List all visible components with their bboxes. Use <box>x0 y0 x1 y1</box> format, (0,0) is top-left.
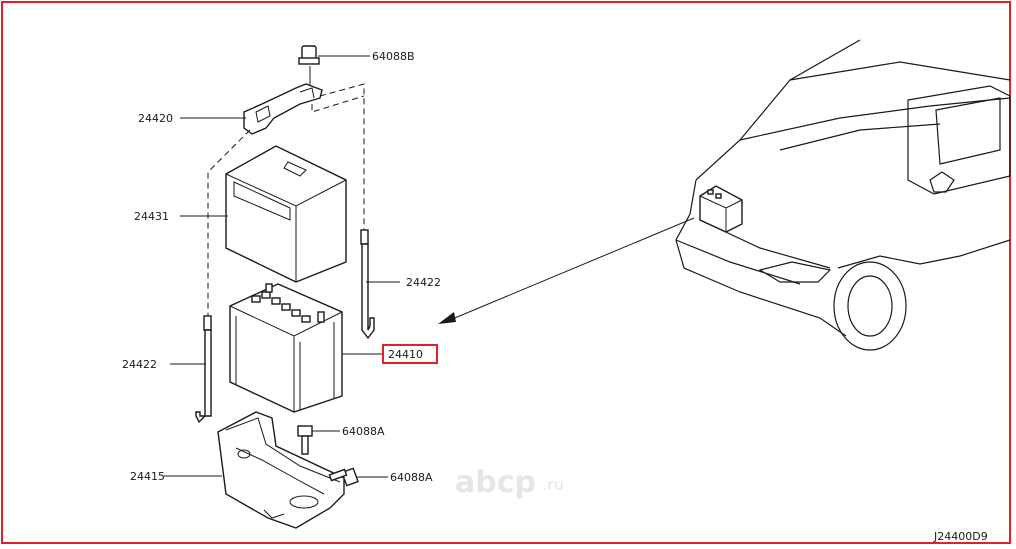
callout-arrow <box>438 217 695 324</box>
highlight-box-24410 <box>382 344 438 364</box>
label-64088a-2: 64088A <box>390 471 433 484</box>
label-24431: 24431 <box>134 210 169 223</box>
label-24415: 24415 <box>130 470 165 483</box>
label-64088a-1: 64088A <box>342 425 385 438</box>
diagram-code: J24400D9 <box>933 530 988 543</box>
watermark: abcp .ru <box>455 465 564 500</box>
watermark-suffix: .ru <box>542 475 564 494</box>
bolt-64088a-2-drawing <box>328 467 388 487</box>
dashed-guide-right <box>319 83 365 232</box>
vehicle-drawing <box>675 39 1011 351</box>
bracket-24420-drawing <box>180 66 323 135</box>
rod-24422-left-drawing <box>170 315 212 424</box>
label-24420: 24420 <box>138 112 173 125</box>
label-24422-left: 24422 <box>122 358 157 371</box>
label-24410[interactable]: 24410 <box>388 348 423 361</box>
battery-24410-drawing <box>229 283 382 413</box>
watermark-brand: abcp <box>455 465 536 500</box>
tray-24415-drawing <box>164 411 345 529</box>
dashed-guide-mid <box>311 95 365 113</box>
label-24422-right: 24422 <box>406 276 441 289</box>
bolt-64088a-1-drawing <box>297 425 340 455</box>
nut-64088b-drawing <box>298 45 370 65</box>
rod-24422-right-drawing <box>360 229 400 340</box>
label-64088b: 64088B <box>372 50 415 63</box>
cover-24431-drawing <box>180 145 347 283</box>
